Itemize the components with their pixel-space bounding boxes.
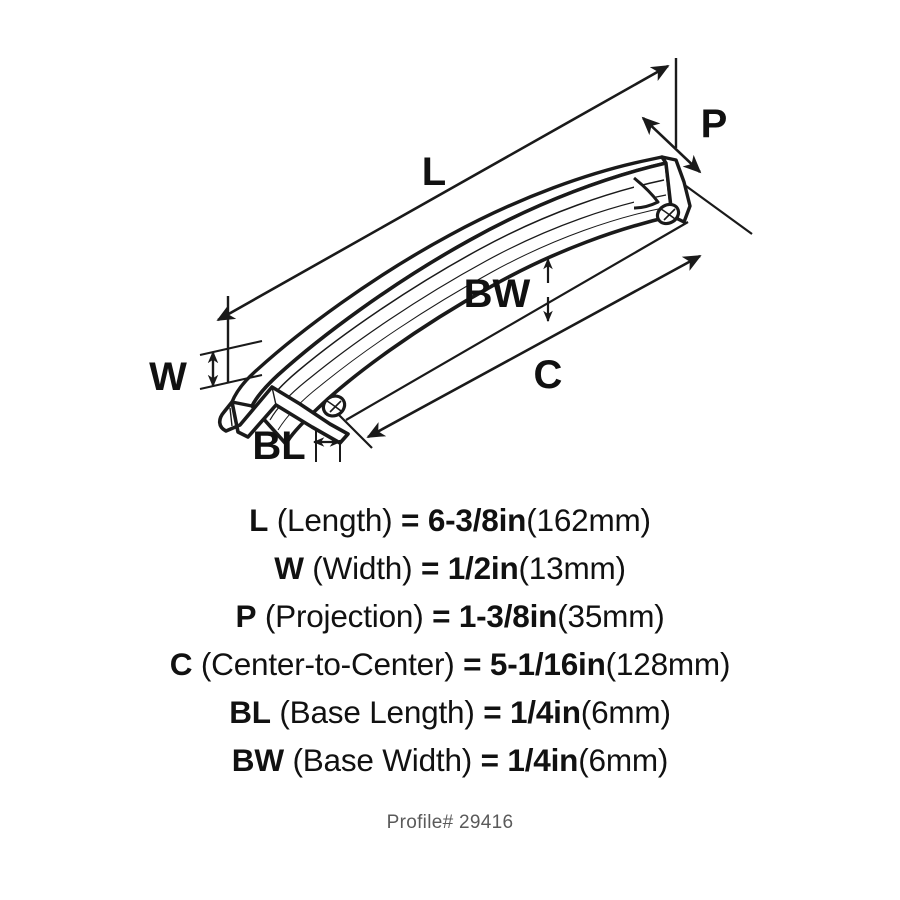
label-center-to-center: C (534, 353, 563, 397)
left-foot-crease (271, 386, 277, 406)
left-foot-edge (229, 407, 233, 427)
spec-equals: = (480, 742, 499, 778)
ctc-dimension-line (366, 254, 702, 439)
spec-name: (Base Length) (279, 694, 475, 730)
projection-dimension-line (641, 116, 702, 174)
spec-metric: (128mm) (605, 646, 731, 682)
projection-extension (685, 185, 753, 235)
length-dimension-line (216, 64, 670, 322)
spec-symbol: BW (231, 742, 284, 778)
dimension-base-width: BW (464, 257, 553, 323)
spec-metric: (6mm) (578, 742, 669, 778)
label-base-width: BW (464, 272, 531, 316)
spec-row-base-width: BW (Base Width) = 1/4in(6mm) (0, 736, 900, 784)
spec-equals: = (463, 646, 482, 682)
spec-symbol: C (169, 646, 193, 682)
dimension-base-length: BL (252, 424, 342, 468)
dimension-projection: P (641, 102, 753, 235)
spec-name: (Width) (312, 550, 413, 586)
spec-value: 1/2in (447, 550, 519, 586)
pull-drawing-svg: L W P C (149, 58, 753, 468)
ctc-extension-left (337, 413, 373, 449)
handle-main-bar (250, 161, 674, 446)
spec-row-projection: P (Projection) = 1-3/8in(35mm) (0, 592, 900, 640)
spec-value: 6-3/8in (427, 502, 527, 538)
spec-equals: = (483, 694, 502, 730)
label-projection: P (701, 102, 728, 146)
spec-row-base-length: BL (Base Length) = 1/4in(6mm) (0, 688, 900, 736)
label-width: W (149, 355, 187, 399)
spec-metric: (6mm) (580, 694, 671, 730)
spec-symbol: BL (229, 694, 271, 730)
spec-value: 1-3/8in (458, 598, 558, 634)
left-foot (217, 385, 350, 445)
profile-number: Profile# 29416 (386, 812, 514, 833)
specification-list: L (Length) = 6-3/8in(162mm) W (Width) = … (0, 496, 900, 784)
spec-value: 1/4in (507, 742, 579, 778)
spec-name: (Length) (276, 502, 393, 538)
width-extension-top (199, 340, 263, 356)
label-length: L (422, 150, 446, 194)
spec-value: 1/4in (509, 694, 581, 730)
spec-row-width: W (Width) = 1/2in(13mm) (0, 544, 900, 592)
technical-drawing: L W P C (149, 58, 753, 468)
spec-row-length: L (Length) = 6-3/8in(162mm) (0, 496, 900, 544)
spec-equals: = (401, 502, 420, 538)
spec-metric: (162mm) (526, 502, 651, 538)
spec-symbol: L (249, 502, 269, 538)
left-post-hatch (326, 400, 342, 413)
dimension-center-to-center: C (337, 221, 702, 449)
spec-metric: (13mm) (518, 550, 626, 586)
spec-name: (Base Width) (292, 742, 473, 778)
dimension-length: L (216, 58, 678, 382)
spec-equals: = (432, 598, 451, 634)
spec-symbol: P (235, 598, 257, 634)
spec-value: 5-1/16in (489, 646, 606, 682)
spec-equals: = (420, 550, 440, 586)
dimension-width: W (149, 340, 263, 399)
spec-name: (Center-to-Center) (200, 646, 455, 682)
spec-name: (Projection) (264, 598, 424, 634)
spec-row-center-to-center: C (Center-to-Center) = 5-1/16in(128mm) (0, 640, 900, 688)
label-base-length: BL (252, 424, 305, 468)
spec-symbol: W (274, 550, 304, 586)
spec-metric: (35mm) (557, 598, 665, 634)
